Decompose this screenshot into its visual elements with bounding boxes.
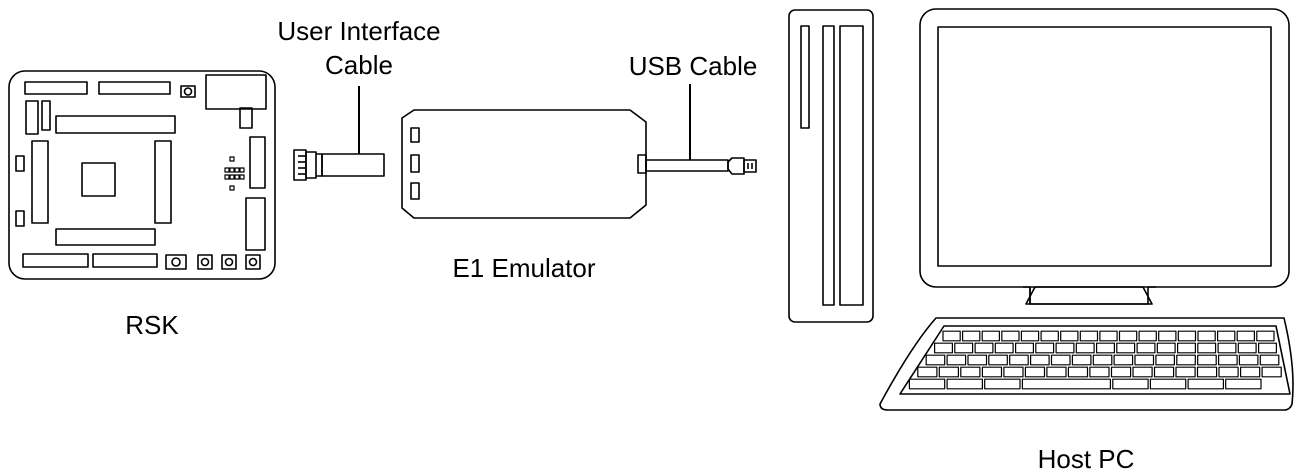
keyboard-key (1099, 330, 1118, 342)
keyboard-key (984, 378, 1021, 390)
keyboard-key (1071, 354, 1092, 366)
rsk-board (8, 70, 276, 280)
keyboard-key (1003, 366, 1024, 378)
keyboard-key (994, 342, 1014, 354)
keyboard-key (988, 354, 1008, 366)
pc-monitor (919, 8, 1290, 305)
e1-emulator-label: E1 Emulator (452, 253, 595, 283)
keyboard-key (1217, 354, 1238, 366)
rsk-label: RSK (125, 310, 179, 340)
usb-cable (645, 84, 757, 175)
keyboard-key (1050, 354, 1071, 366)
keyboard-key (933, 342, 953, 354)
labels: User Interface Cable USB Cable RSK E1 Em… (125, 16, 1134, 474)
keyboard-key (1216, 330, 1236, 342)
user-interface-cable-label-line2: Cable (325, 50, 393, 80)
keyboard-key (946, 378, 983, 390)
keyboard-key (1136, 342, 1156, 354)
e1-emulator (401, 109, 647, 219)
keyboard-key (981, 330, 1001, 342)
keyboard-key (1197, 342, 1217, 354)
keyboard-key (1196, 366, 1218, 378)
keyboard-key (1055, 342, 1075, 354)
keyboard-key (1225, 378, 1262, 390)
keyboard-key (967, 354, 988, 366)
usb-cable-label: USB Cable (629, 51, 758, 81)
keyboard-key (908, 378, 946, 390)
keyboard-key (1176, 354, 1196, 366)
user-interface-cable (293, 86, 385, 181)
keyboard-key (1197, 354, 1217, 366)
keyboard-key (961, 330, 981, 342)
keyboard-key (1046, 366, 1067, 378)
keyboard-key (1217, 342, 1237, 354)
bottom-buttons-icon (165, 254, 261, 270)
keyboard-key (1095, 342, 1115, 354)
keyboard-key (1067, 366, 1089, 378)
led-array-icon (224, 156, 245, 191)
keyboard-key (1156, 342, 1176, 354)
user-interface-cable-label-line1: User Interface (277, 16, 440, 46)
keyboard-key (1113, 354, 1134, 366)
pc-tower (788, 9, 874, 323)
keyboard-key (1257, 342, 1277, 354)
keyboard-key (1040, 330, 1059, 342)
keyboard-key (974, 342, 994, 354)
pc-keyboard (879, 317, 1294, 411)
keyboard-key (1014, 342, 1034, 354)
keyboard-key (925, 354, 946, 366)
keyboard-key (1110, 366, 1132, 378)
keyboard-key (942, 330, 961, 342)
keyboard-key (917, 366, 938, 378)
keyboard-key (1158, 330, 1177, 342)
keyboard-key (1256, 330, 1275, 342)
keyboard-key (1239, 366, 1261, 378)
keyboard-key (1035, 342, 1055, 354)
keyboard-key (1134, 354, 1155, 366)
keyboard-key (1155, 354, 1176, 366)
keyboard-key (1218, 366, 1239, 378)
keyboard-key (1079, 330, 1099, 342)
keyboard-key (1021, 378, 1112, 390)
keyboard-key (1187, 378, 1224, 390)
keyboard-key (1089, 366, 1110, 378)
keyboard-key (1149, 378, 1187, 390)
keyboard-key (1116, 342, 1136, 354)
keyboard-key (1261, 366, 1282, 378)
keyboard-key (981, 366, 1003, 378)
keyboard-key (1024, 366, 1046, 378)
keyboard-key (1060, 330, 1079, 342)
keyboard-key (1238, 354, 1259, 366)
keyboard-key (946, 354, 967, 366)
keyboard-key (1237, 342, 1257, 354)
keyboard-key (1176, 342, 1196, 354)
keyboard-key (1001, 330, 1020, 342)
keyboard-key (960, 366, 981, 378)
keyboard-key (1020, 330, 1040, 342)
keyboard-key (1175, 366, 1196, 378)
keyboard-key (1112, 378, 1149, 390)
keyboard-key (1075, 342, 1095, 354)
top-button-icon (180, 85, 196, 98)
keyboard-key (1197, 330, 1216, 342)
keyboard-key (1132, 366, 1153, 378)
keyboard-key (1177, 330, 1197, 342)
keyboard-key (1118, 330, 1138, 342)
keyboard-key (1138, 330, 1157, 342)
keyboard-key (1009, 354, 1029, 366)
keyboard-key (1092, 354, 1113, 366)
keyboard-key (1153, 366, 1175, 378)
keyboard-key (1259, 354, 1280, 366)
keyboard-key (1236, 330, 1255, 342)
keyboard-key (1029, 354, 1050, 366)
keyboard-key (938, 366, 959, 378)
host-pc-label: Host PC (1038, 444, 1135, 474)
keyboard-key (954, 342, 974, 354)
